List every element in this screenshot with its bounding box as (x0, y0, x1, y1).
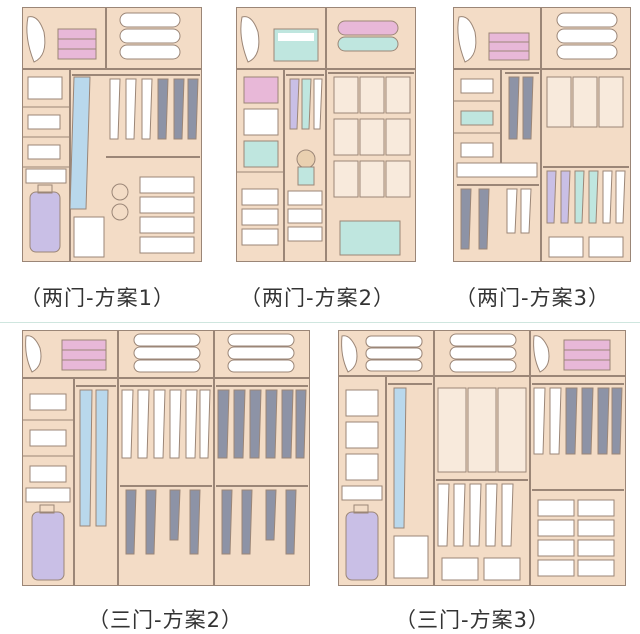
storage-box-icon (588, 236, 624, 258)
folded-blanket-icon (563, 339, 611, 371)
pillow-icon (341, 335, 358, 373)
trousers-icon (460, 188, 490, 250)
bear-plush-icon (296, 149, 316, 186)
folded-shirt-icon (29, 465, 67, 483)
wardrobe-drawing (453, 7, 631, 262)
folded-blanket-icon (488, 32, 530, 61)
folded-blanket-icon (119, 12, 181, 60)
drawer-icon (287, 190, 323, 242)
folded-shirt-icon (29, 393, 67, 411)
folded-blanket-icon (61, 339, 107, 371)
trousers-icon (125, 489, 201, 555)
folded-blanket-icon (133, 333, 201, 373)
hanging-shirt-icon (217, 389, 307, 459)
folded-shirt-icon (460, 110, 494, 126)
wardrobe-plan-2door-2 (236, 7, 416, 262)
folded-blanket-icon (365, 335, 423, 372)
hanging-shirt-icon (109, 78, 199, 140)
storage-box-icon (483, 557, 521, 581)
hanging-shirt-icon (437, 483, 514, 547)
storage-box-icon (243, 140, 279, 168)
hanging-shirt-icon (121, 389, 211, 459)
drawer-icon (25, 487, 71, 503)
hanging-shirt-icon (546, 170, 626, 224)
section-divider (0, 322, 640, 323)
storage-box-icon (546, 76, 624, 128)
drawer-icon (341, 485, 383, 501)
drawer-icon (139, 176, 195, 254)
storage-box-icon (393, 535, 429, 579)
folded-shirt-icon (460, 78, 494, 94)
wardrobe-drawing (22, 330, 310, 586)
pillow-icon (533, 335, 550, 373)
drawer-icon (25, 168, 67, 184)
caption-3door-plan-3: （三门-方案3） (395, 608, 550, 632)
folded-blanket-icon (337, 20, 399, 52)
folded-shirt-icon (460, 142, 494, 158)
folded-shirt-icon (27, 114, 61, 130)
folded-blanket-icon (227, 333, 295, 373)
folded-shirt-icon (29, 429, 67, 447)
drawer-icon (537, 499, 615, 577)
pillow-icon (26, 16, 46, 63)
coat-icon (69, 76, 91, 210)
storage-box-icon (243, 108, 279, 136)
storage-box-icon (243, 76, 279, 104)
caption-2door-plan-3: （两门-方案3） (455, 286, 610, 310)
wardrobe-plan-3door-3 (338, 330, 626, 586)
pillow-icon (457, 16, 477, 63)
hanging-shirt-icon (289, 78, 323, 130)
suitcase-icon (345, 504, 379, 581)
wardrobe-plan-2door-1 (22, 7, 202, 262)
pillow-icon (25, 335, 42, 373)
hanging-shirt-icon (533, 387, 623, 455)
storage-box-icon (437, 387, 527, 473)
wardrobe-plan-3door-2 (22, 330, 310, 586)
bag-hook-icon (111, 183, 129, 221)
suitcase-icon (31, 504, 65, 581)
wardrobe-drawing (338, 330, 626, 586)
folded-blanket-icon (57, 28, 97, 60)
caption-3door-plan-2: （三门-方案2） (88, 608, 243, 632)
folded-blanket-icon (556, 12, 618, 60)
suitcase-icon (29, 184, 61, 253)
folded-blanket-icon (449, 333, 517, 373)
trousers-icon (221, 489, 297, 555)
folded-shirt-icon (27, 144, 61, 160)
storage-box-icon (273, 28, 319, 62)
storage-box-icon (73, 216, 105, 258)
drawer-icon (241, 188, 279, 246)
drawer-icon (456, 162, 538, 178)
storage-box-icon (441, 557, 479, 581)
wardrobe-drawing (22, 7, 202, 262)
pillow-icon (240, 16, 260, 63)
storage-box-icon (339, 220, 401, 256)
caption-2door-plan-2: （两门-方案2） (240, 286, 395, 310)
coat-icon (508, 76, 534, 140)
storage-box-icon (345, 389, 379, 417)
storage-box-icon (548, 236, 584, 258)
hanging-shirt-icon (506, 188, 532, 234)
caption-2door-plan-1: （两门-方案1） (20, 286, 175, 310)
storage-box-icon (333, 76, 411, 198)
storage-box-icon (345, 453, 379, 481)
coat-icon (393, 387, 407, 529)
storage-box-icon (27, 76, 63, 100)
wardrobe-drawing (236, 7, 416, 262)
wardrobe-plan-2door-3 (453, 7, 631, 262)
storage-box-icon (345, 421, 379, 449)
coat-icon (79, 389, 109, 527)
